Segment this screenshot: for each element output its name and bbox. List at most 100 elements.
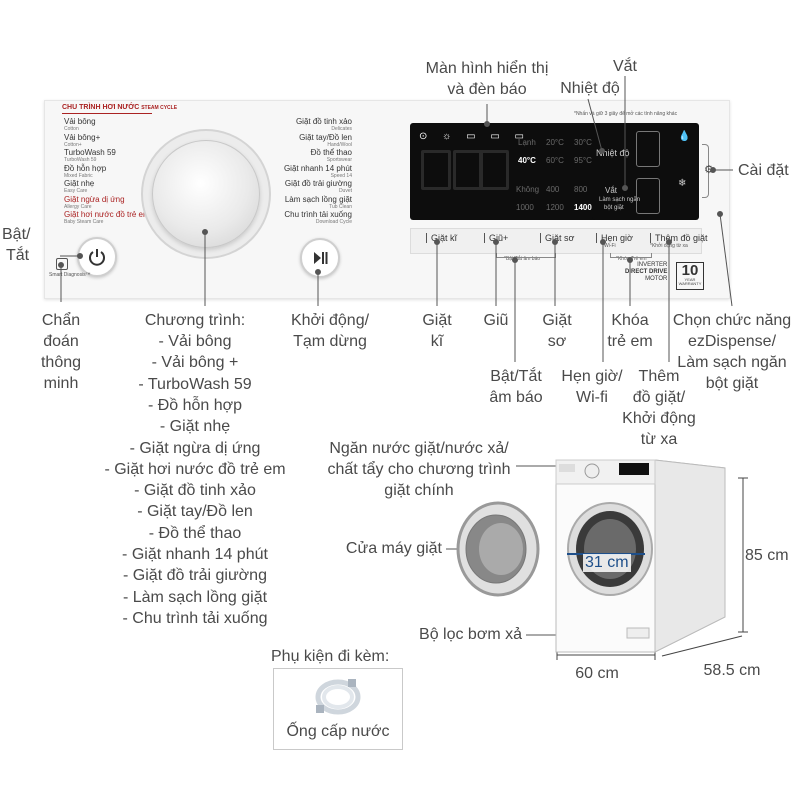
motor-text: MOTOR [645,276,668,282]
panel-program-left-vi: Vải bông+ [64,132,101,142]
temp-option: 60°C [546,156,564,165]
spin-option: 400 [546,185,560,194]
spin-option: 1200 [546,203,564,212]
lcd-display [410,123,598,220]
direct-drive-text: DIRECT DRIVE [625,269,668,275]
digit-1 [421,150,451,190]
panel-program-left-vi: Giặt ngừa dị ứng [64,194,125,204]
depth-dim-line [661,635,743,657]
panel-program-left-en: Cotton [64,126,79,132]
beep-dot [512,257,518,263]
callout-drawer-3: giặt chính [384,482,454,499]
callout-timer: Hẹn giờ/ Wi-fi [556,366,628,408]
timer-dot [600,239,606,245]
option-button[interactable]: Hẹn giờ [596,233,633,243]
display-dot [484,121,490,127]
panel-program-left-en: Mixed Fabric [64,172,93,179]
callout-addwash: Thêm đồ giặt/ Khởi động từ xa [616,366,702,450]
program-callout-item: - Đồ thể thao [148,524,242,542]
settings-side-bracket [702,144,709,198]
panel-program-left-vi: Vải bông [64,117,96,126]
digit-3 [479,150,509,190]
callout-ez-4: bột giặt [705,375,759,392]
panel-program-right-vi: Giặt tay/Đồ len [299,132,352,142]
dimension-depth: 58.5 cm [703,662,761,679]
power-dot [77,253,83,259]
lcd-spin-label: Vắt [605,186,618,195]
callout-wash: Giặt kĩ [417,310,457,352]
washing-machine [456,459,726,653]
gear-icon[interactable]: ⚙ [704,164,714,176]
callout-drawer-1: Ngăn nước giặt/nước xả/ [329,440,509,457]
program-dot [202,229,208,235]
machine-dial [584,463,600,479]
temp-control-buttons[interactable] [636,131,660,167]
callout-childlock-1: Khóa [611,312,649,329]
spin-option: 1400 [574,203,592,212]
temp-option: Lạnh [518,138,536,147]
panel-note: *Nhấn và giữ 3 giây để mở các tính năng … [574,111,678,117]
wash-dot [434,239,440,245]
power-icon [89,249,105,266]
panel-header-text: CHU TRÌNH HƠI NƯỚC [62,104,140,111]
program-callout-item: - Giặt nhanh 14 phút [122,546,268,563]
callout-smart: Chẩn đoán thông minh [26,310,96,394]
callout-smart-2: đoán [43,333,79,350]
callout-beep-2: âm báo [489,389,543,406]
panel-program-right-vi: Giặt nhanh 14 phút [283,163,352,173]
warranty-year: YEAR [684,277,696,282]
option-button[interactable]: Thêm đồ giặt [650,233,708,243]
smart-diagnosis-icon [56,258,68,270]
panel-program-left-vi: Giặt hơi nước đồ trẻ em [64,210,150,219]
addwash-dot [666,239,672,245]
panel-program-right-vi: Giặt đồ tinh xảo [295,117,352,126]
program-callout-item: - Chu trình tải xuống [122,609,268,627]
dimension-height: 85 cm [745,547,789,564]
option-button[interactable]: Giặt sơ [540,233,574,243]
program-callout-item: - Giặt nhẹ [159,418,231,436]
panel-program-left-en: Easy Care [64,188,88,194]
power-button[interactable] [77,237,117,277]
program-callout-item: - Đồ hỗn hợp [147,396,243,414]
panel-program-left: Vải bông+Cotton+ [64,133,100,148]
callout-addwash-4: từ xa [640,431,678,448]
callout-power-1: Bật/ [2,226,31,243]
callout-beep-1: Bật/Tắt [490,368,542,385]
program-callout-item: - Làm sạch lồng giặt [122,588,268,606]
panel-program-right-en: Tub Clean [329,203,352,210]
callout-settings: Cài đặt [738,162,789,179]
temp-option: 20°C [546,138,564,147]
callout-ezdispense: Chọn chức năng ezDispense/ Làm sạch ngăn… [664,310,800,394]
callout-ez-2: ezDispense/ [687,333,777,350]
panel-header-en: STEAM CYCLE [141,105,178,111]
callout-prewash-2: sơ [547,333,567,350]
callout-wash-1: Giặt [422,312,452,329]
spin-option: 800 [574,185,588,194]
snowflake-icon: ❄ [678,178,687,189]
lcd-clean-label-2: bột giặt [604,205,624,211]
program-callout-item: - Vải bông [158,333,232,350]
door-glass-inner [479,523,523,575]
panel-program-left-en: TurboWash 59 [64,157,97,163]
callout-timer-1: Hẹn giờ/ [561,368,623,385]
panel-program-right-en: Duvet [338,188,352,194]
accessory-box: Ống cấp nước [273,668,403,750]
detergent-drawer [559,464,575,472]
option-button[interactable]: Giặt kĩ [426,233,457,243]
program-callout-item: - Giặt tay/Đồ len [137,503,253,521]
option-button[interactable]: Giũ+ [484,233,508,243]
accessory-label: Ống cấp nước [286,723,390,740]
inverter-text: INVERTER [637,262,668,268]
panel-program-right-en: Sportswear [326,157,352,163]
callout-prewash-1: Giặt [542,312,572,329]
panel-program-left-vi: TurboWash 59 [64,148,116,157]
spin-control-buttons[interactable] [636,178,660,214]
